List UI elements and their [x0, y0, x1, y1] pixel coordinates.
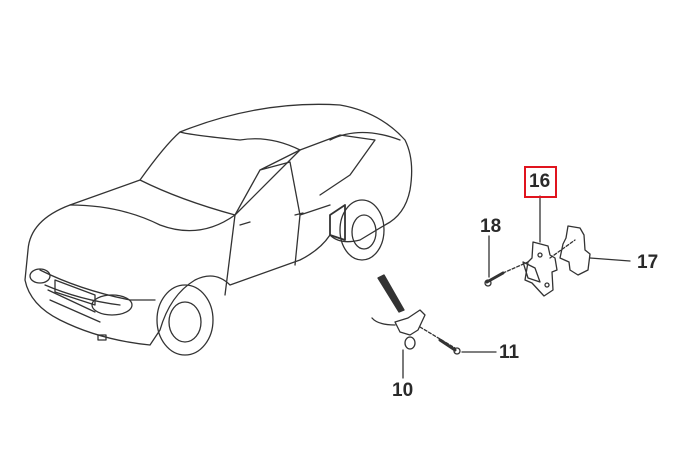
part-16-bracket [522, 195, 558, 297]
part-10-sensor [371, 309, 426, 379]
callout-18[interactable]: 18 [480, 216, 502, 237]
callout-16[interactable]: 16 [529, 171, 551, 192]
part-11-screw [419, 326, 497, 355]
highlight-box-part-16 [524, 166, 557, 198]
part-17-plate [549, 225, 631, 276]
callout-10[interactable]: 10 [392, 380, 414, 401]
pointer-arrow [377, 274, 405, 313]
callout-11[interactable]: 11 [499, 342, 520, 363]
car-illustration [24, 103, 413, 356]
callout-17[interactable]: 17 [637, 252, 659, 273]
part-18-screw [484, 235, 529, 287]
